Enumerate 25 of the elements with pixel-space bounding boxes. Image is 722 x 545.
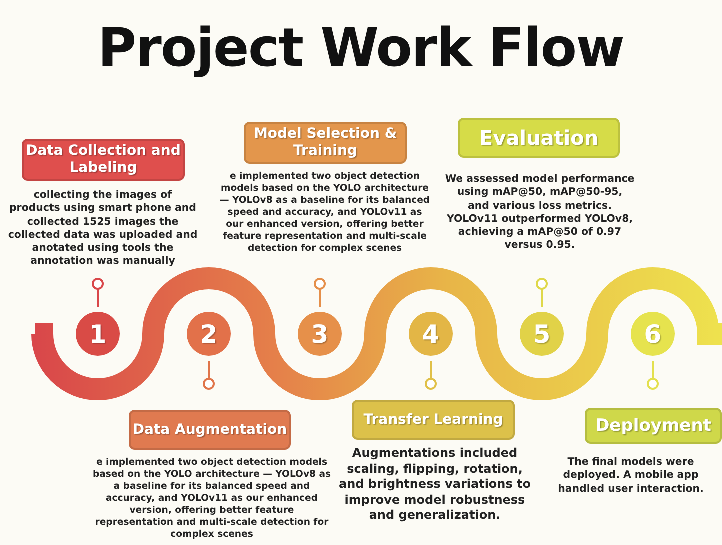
step-number-circle bbox=[76, 312, 120, 356]
step-description: collecting the images of products using smart phone and collected 1525 images the collected data was uploaded and anotated using tools the annotation was manually bbox=[8, 189, 198, 268]
step-heading-box: Deployment bbox=[585, 408, 722, 444]
step-number-circle bbox=[298, 312, 342, 356]
step-description: The final models were deployed. A mobile app handled user interaction. bbox=[557, 456, 705, 496]
step-heading-box: Data Augmentation bbox=[129, 410, 291, 450]
step-number: 4 bbox=[422, 320, 440, 348]
step-number-circle bbox=[520, 312, 564, 356]
step-heading-box: Transfer Learning bbox=[352, 400, 515, 440]
step-heading-box: Model Selection & Training bbox=[244, 122, 407, 164]
step-number-circle bbox=[409, 312, 453, 356]
step-description: e implemented two object detection models based on the YOLO architecture — YOLOv8 as a baseline for its balanced speed and accuracy, and YOLOv11 as our enhanced version, offering better feature representation and multi-scale detection for complex scenes bbox=[92, 457, 332, 542]
step-number: 2 bbox=[200, 320, 218, 348]
step-description: e implemented two object detection models based on the YOLO architecture — YOLOv8 as a baseline for its balanced speed and accuracy, and YOLOv11 as our enhanced version, offering better feature representation and multi-scale detection for complex scenes bbox=[218, 171, 432, 256]
step-number-circle bbox=[631, 312, 675, 356]
step-heading-box: Evaluation bbox=[458, 118, 620, 158]
step-number-circle bbox=[187, 312, 231, 356]
step-heading-box: Data Collection and Labeling bbox=[22, 139, 185, 181]
step-description: We assessed model performance using mAP@50, mAP@50-95, and various loss metrics. YOLOv11 outperformed YOLOv8, achieving a mAP@50 of 0.97 versus 0.95. bbox=[445, 173, 635, 252]
step-number: 5 bbox=[533, 320, 551, 348]
step-number: 3 bbox=[311, 320, 329, 348]
title: Project Work Flow bbox=[96, 18, 626, 79]
step-description: Augmentations included scaling, flipping, rotation, and brightness variations to improve model robustness and generalization. bbox=[338, 446, 532, 524]
step-number: 6 bbox=[644, 320, 662, 348]
step-number: 1 bbox=[89, 320, 107, 348]
